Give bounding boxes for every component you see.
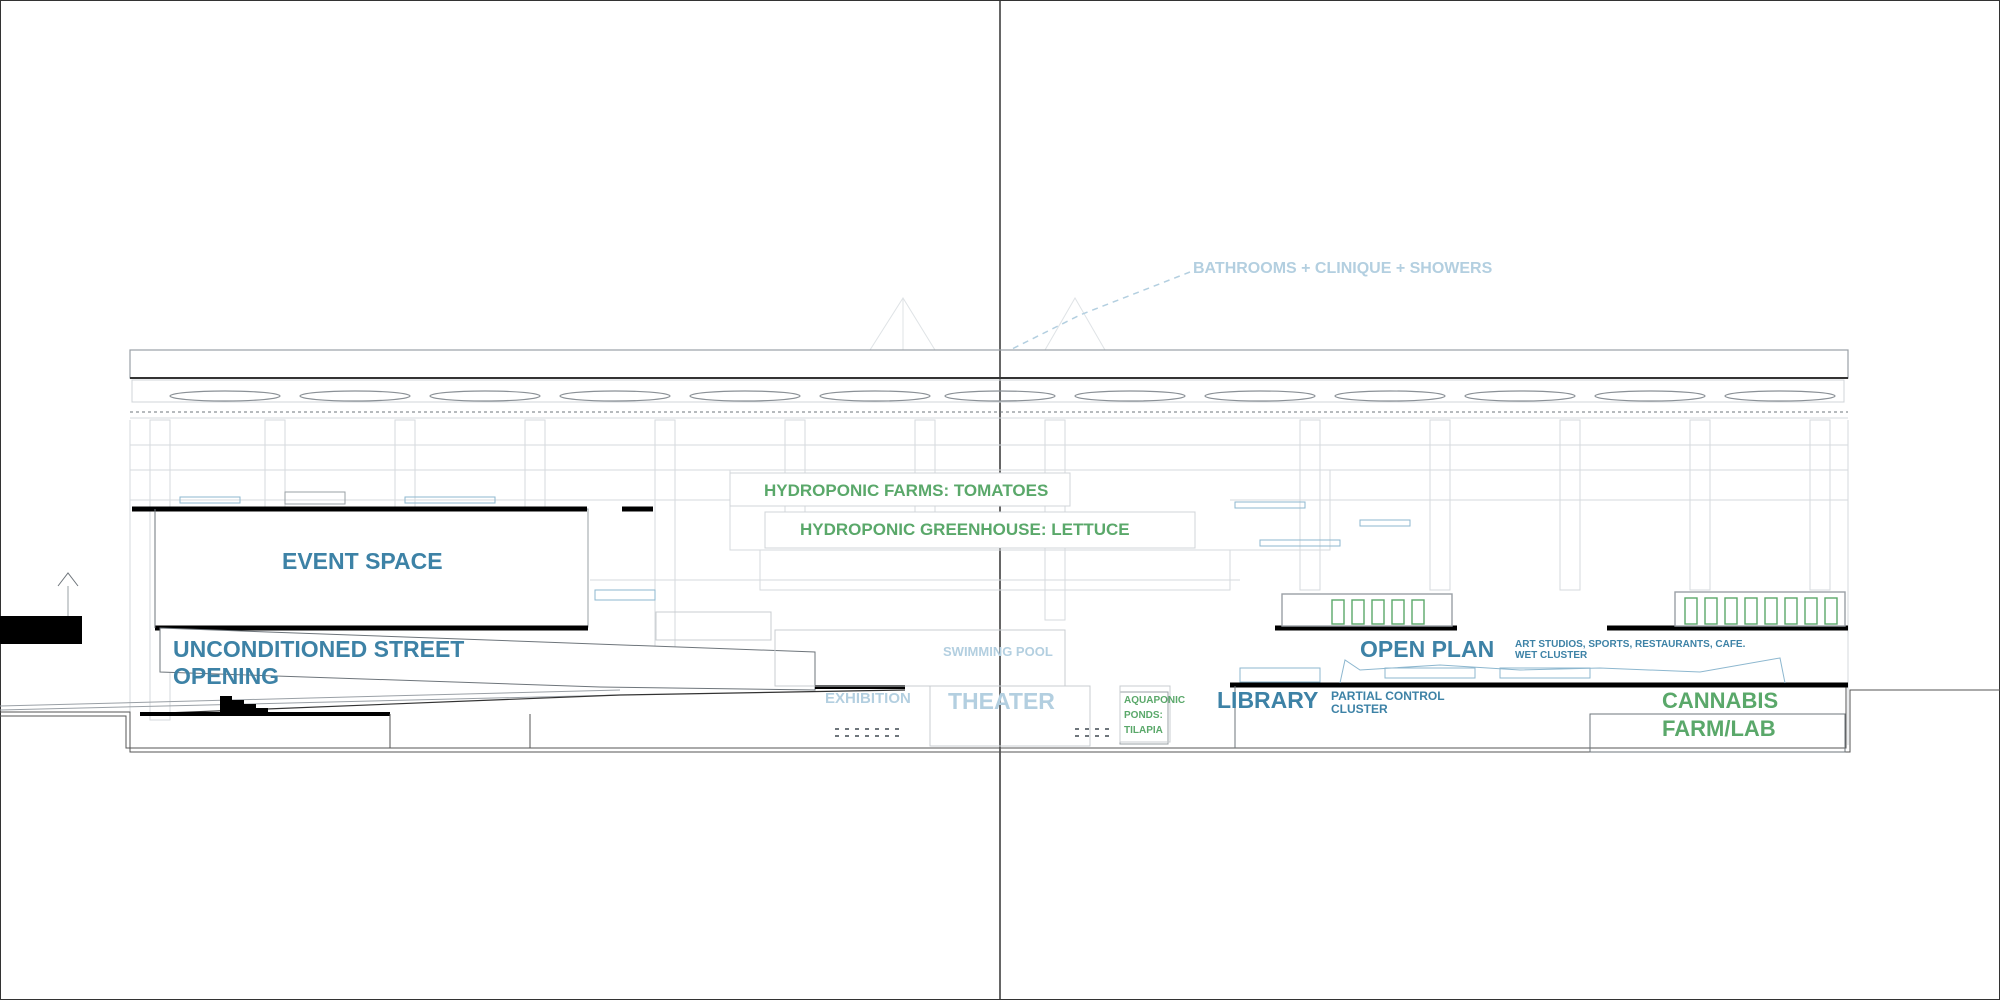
lettuce-box: [764, 511, 1196, 549]
greenhouse-modules: [1281, 591, 1846, 627]
partial-control-label-2: CLUSTER: [1331, 702, 1388, 716]
street-ramp: [0, 627, 906, 715]
art-studios-label-2: WET CLUSTER: [1515, 650, 1588, 661]
event-space-label: EVENT SPACE: [282, 548, 443, 574]
bathrooms-label: BATHROOMS + CLINIQUE + SHOWERS: [1193, 260, 1493, 277]
aquaponic-label-2: PONDS:: [1124, 710, 1163, 721]
street-opening-label-2: OPENING: [173, 663, 279, 689]
street-entry-block: [0, 616, 82, 644]
ground-outline: [0, 686, 2000, 753]
entry-marker: [57, 572, 79, 587]
pool-block: [774, 629, 1236, 748]
library-label: LIBRARY: [1217, 687, 1318, 713]
partial-control-label-1: PARTIAL CONTROL: [1331, 689, 1445, 703]
basement-marks: [835, 728, 1109, 737]
bathrooms-leader: [1009, 271, 1191, 351]
swimming-pool-label: SWIMMING POOL: [943, 644, 1053, 659]
open-plan-label: OPEN PLAN: [1360, 636, 1494, 662]
floor-slabs: [1230, 625, 1848, 688]
tomatoes-label: HYDROPONIC FARMS: TOMATOES: [764, 481, 1048, 500]
lettuce-label: HYDROPONIC GREENHOUSE: LETTUCE: [800, 520, 1130, 539]
exhibition-label: EXHIBITION: [825, 690, 911, 707]
cannabis-label-2: FARM/LAB: [1662, 716, 1776, 741]
aquaponic-label-1: AQUAPONIC: [1124, 695, 1185, 706]
columns: [129, 419, 1849, 745]
aquaponic-label-3: TILAPIA: [1124, 725, 1163, 736]
roof-truss: [130, 411, 1848, 419]
event-space-block: [132, 506, 653, 631]
tomatoes-box: [729, 472, 1071, 507]
stair-block: [220, 696, 268, 714]
roof-structure: [129, 349, 1849, 403]
skylights: [169, 390, 1836, 402]
art-studios-label-1: ART STUDIOS, SPORTS, RESTAURANTS, CAFE.: [1515, 639, 1746, 650]
theater-label: THEATER: [948, 688, 1055, 714]
furniture-details: [179, 491, 1786, 684]
cannabis-label-1: CANNABIS: [1662, 688, 1778, 713]
roof-gables: [869, 296, 1106, 351]
street-opening-label-1: UNCONDITIONED STREET: [173, 636, 464, 662]
